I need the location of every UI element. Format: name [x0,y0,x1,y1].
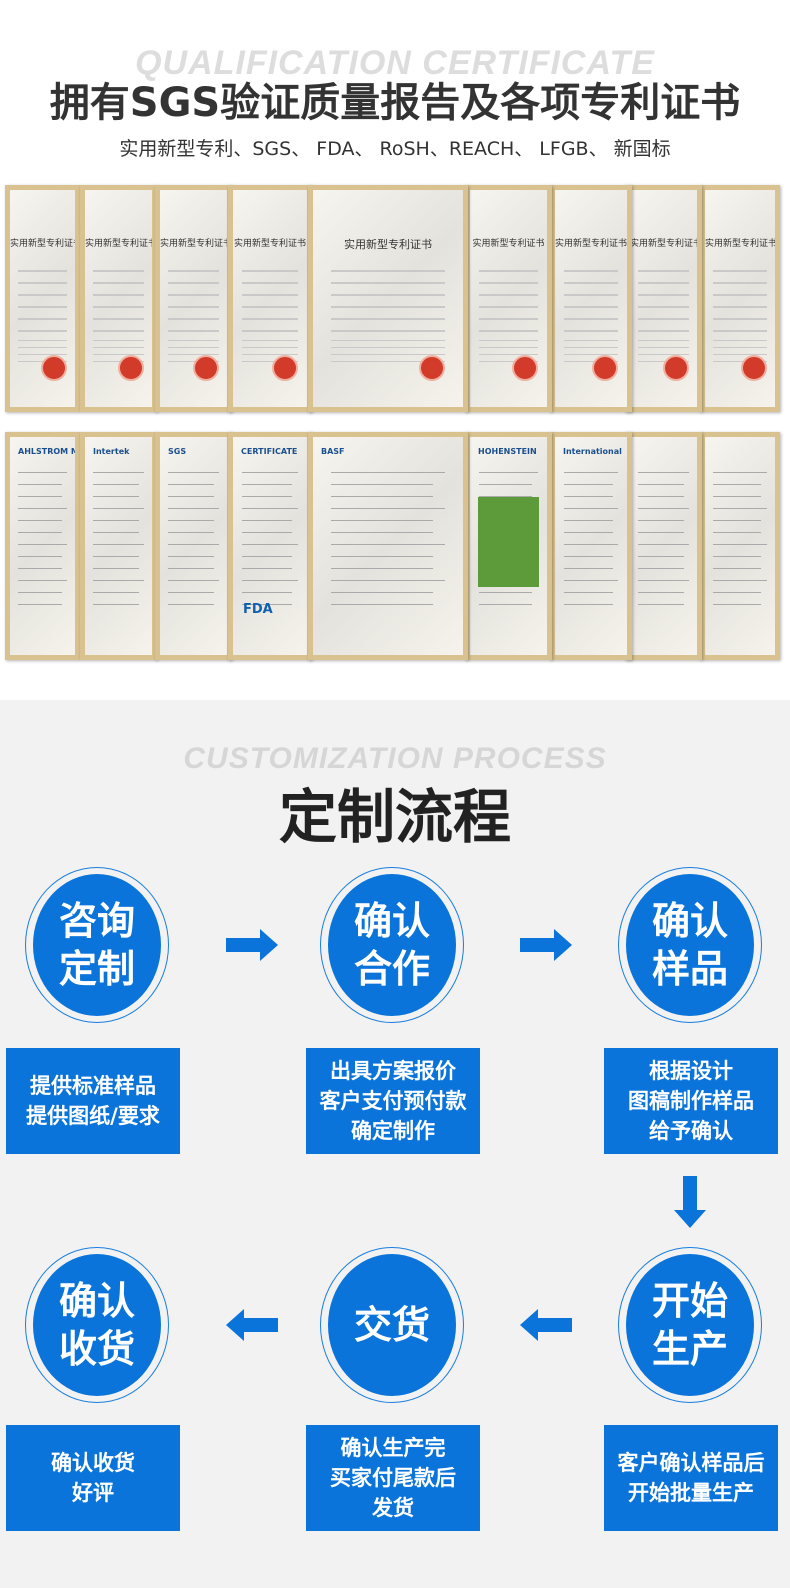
step-circle-fill: 确认合作 [328,874,456,1016]
official-seal-icon [740,355,767,381]
patent-certificate: 实用新型专利证书 [308,185,468,412]
step-description-line: 客户确认样品后 [617,1451,765,1475]
step-title-line: 确认 [353,899,430,943]
step-circle: 交货 [320,1247,464,1403]
step-description: 提供标准样品提供图纸/要求 [6,1048,180,1154]
certificates-title: 拥有SGS验证质量报告及各项专利证书 [49,80,741,126]
step-description-line: 买家付尾款后 [330,1466,456,1490]
report-logo: CERTIFICATE [241,447,298,456]
certificate-heading: 实用新型专利证书 [344,238,432,251]
report-logo: Intertek [93,447,130,456]
step-description-line: 开始批量生产 [628,1481,754,1505]
patent-certificate: 实用新型专利证书 [80,185,157,412]
step-title-line: 样品 [651,947,728,991]
step-circle: 确认收货 [25,1247,169,1403]
report-logo: HOHENSTEIN [478,447,537,456]
step-circle: 确认样品 [618,867,762,1023]
step-description-line: 确认生产完 [340,1436,446,1460]
step-circle-fill: 开始生产 [626,1254,754,1396]
step-description-line: 提供标准样品 [29,1074,156,1098]
process-ghost-title: CUSTOMIZATION PROCESS [183,742,607,775]
step-circle-fill: 交货 [328,1254,456,1396]
step-title-line: 确认 [58,1279,135,1323]
report-logo: International [563,447,622,456]
step-description-line: 客户支付预付款 [319,1089,467,1113]
test-report: International [550,432,632,660]
step-circle-fill: 确认收货 [33,1254,161,1396]
process-title: 定制流程 [278,783,511,851]
certificate-heading: 实用新型专利证书 [160,239,232,249]
official-seal-icon [592,355,619,381]
patent-certificate: 实用新型专利证书 [550,185,632,412]
certificate-heading: 实用新型专利证书 [233,239,306,249]
patent-certificate: 实用新型专利证书 [155,185,232,412]
step-title-line: 交货 [353,1303,430,1347]
official-seal-icon [662,355,689,381]
patent-certificate: 实用新型专利证书 [625,185,702,412]
arrow-right-icon [520,929,572,961]
official-seal-icon [511,355,538,381]
step-circle: 确认合作 [320,867,464,1023]
official-seal-icon [41,355,68,381]
step-description-line: 好评 [72,1481,114,1505]
step-description: 客户确认样品后开始批量生产 [604,1425,778,1531]
test-report: HOHENSTEIN [465,432,552,660]
fda-logo: FDA [243,602,273,617]
test-report: Intertek [80,432,157,660]
step-description-line: 确认收货 [51,1451,135,1475]
step-circle-fill: 确认样品 [626,874,754,1016]
step-circle: 开始生产 [618,1247,762,1403]
step-title-line: 生产 [651,1327,728,1371]
arrow-left-icon [520,1309,572,1341]
section-ghost-title: QUALIFICATION CERTIFICATE [135,44,655,82]
certificate-heading: 实用新型专利证书 [472,239,545,249]
step-description-line: 提供图纸/要求 [26,1104,160,1128]
patent-certificate: 实用新型专利证书 [700,185,780,412]
step-title-line: 合作 [353,947,430,991]
step-circle-fill: 咨询定制 [33,874,161,1016]
step-circle: 咨询定制 [25,867,169,1023]
arrow-left-icon [226,1309,278,1341]
test-report [700,432,780,660]
certificates-subtitle: 实用新型专利、SGS、 FDA、 RoSH、REACH、 LFGB、 新国标 [119,138,671,160]
report-logo: SGS [168,447,187,456]
certificate-heading: 实用新型专利证书 [555,239,628,249]
arrow-right-icon [226,929,278,961]
patent-certificate: 实用新型专利证书 [465,185,552,412]
step-description-line: 给予确认 [649,1119,733,1143]
step-description: 根据设计图稿制作样品给予确认 [604,1048,778,1154]
report-logo: AHLSTROM MUNKSJO [18,447,79,456]
official-seal-icon [192,355,219,381]
certificate-heading: 实用新型专利证书 [10,239,80,249]
step-title-line: 确认 [651,899,728,943]
test-report: AHLSTROM MUNKSJO [5,432,80,660]
step-title-line: 定制 [58,947,135,991]
oeko-tex-label [478,497,539,587]
step-description-line: 图稿制作样品 [628,1089,754,1113]
step-description-line: 根据设计 [649,1059,733,1083]
patent-certificate: 实用新型专利证书 [228,185,312,412]
step-description: 出具方案报价客户支付预付款确定制作 [306,1048,480,1154]
official-seal-icon [117,355,144,381]
step-title-line: 开始 [651,1279,728,1323]
certificate-heading: 实用新型专利证书 [630,239,702,249]
certificate-heading: 实用新型专利证书 [85,239,157,249]
arrow-down-icon [674,1176,706,1228]
step-title-line: 收货 [58,1327,135,1371]
patent-certificate: 实用新型专利证书 [5,185,80,412]
step-description: 确认生产完买家付尾款后发货 [306,1425,480,1531]
test-report [625,432,702,660]
step-description: 确认收货好评 [6,1425,180,1531]
step-description-line: 出具方案报价 [330,1059,456,1083]
official-seal-icon [419,355,445,381]
certificate-heading: 实用新型专利证书 [705,239,778,249]
test-report: CERTIFICATE FDA [228,432,312,660]
step-description-line: 确定制作 [351,1119,435,1143]
report-logo: BASF [321,447,345,456]
test-report: BASF [308,432,468,660]
official-seal-icon [272,355,299,381]
step-description-line: 发货 [372,1496,414,1520]
test-report: SGS [155,432,232,660]
step-title-line: 咨询 [58,899,135,943]
